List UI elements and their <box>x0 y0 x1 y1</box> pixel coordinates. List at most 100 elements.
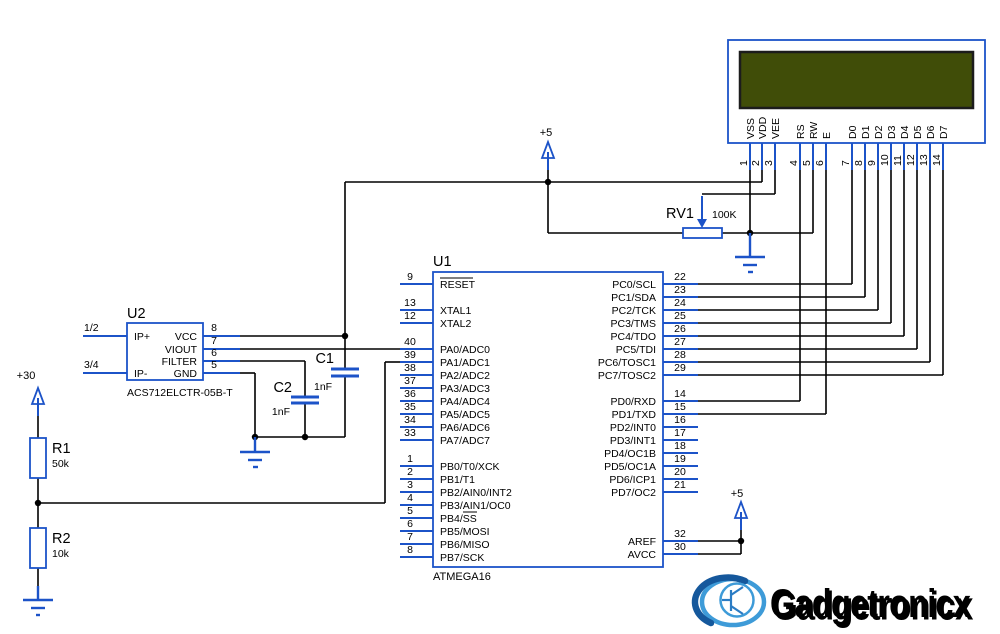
lcd-pin-stubs <box>749 143 944 170</box>
rv1-ref: RV1 <box>666 206 694 222</box>
svg-text:RW: RW <box>808 122 820 139</box>
svg-text:PD7/OC2: PD7/OC2 <box>611 487 656 499</box>
svg-text:RS: RS <box>795 124 807 139</box>
svg-text:PA1/ADC1: PA1/ADC1 <box>440 357 490 369</box>
u1-left-stubs <box>400 283 433 558</box>
svg-text:5: 5 <box>407 505 413 517</box>
c2-value: 1nF <box>272 406 290 418</box>
svg-text:AVCC: AVCC <box>628 549 657 561</box>
svg-text:D6: D6 <box>925 125 937 139</box>
svg-text:39: 39 <box>404 349 416 361</box>
u1-left-names: RESET XTAL1 XTAL2 PA0/ADC0 PA1/ADC1 PA2/… <box>440 277 512 564</box>
u1-right-names: PC0/SCL PC1/SDA PC2/TCK PC3/TMS PC4/TDO … <box>598 279 657 561</box>
svg-text:D5: D5 <box>912 125 924 139</box>
logo-text-shadow: Gadgetronicx <box>773 585 974 629</box>
svg-text:RESET: RESET <box>440 279 476 291</box>
svg-text:PD4/OC1B: PD4/OC1B <box>604 448 656 460</box>
r2-ref: R2 <box>52 531 71 547</box>
svg-text:4: 4 <box>788 160 800 166</box>
svg-text:26: 26 <box>674 323 686 335</box>
svg-text:PC4/TDO: PC4/TDO <box>610 331 656 343</box>
svg-text:34: 34 <box>404 414 416 426</box>
ground-under-rv1 <box>735 233 765 274</box>
lcd-display: VSS VDD VEE RS RW E D0 D1 D2 D3 D4 D5 D6… <box>727 39 986 170</box>
svg-text:XTAL2: XTAL2 <box>440 318 471 330</box>
svg-text:PC5/TDI: PC5/TDI <box>616 344 656 356</box>
u2-pin-stubs <box>83 335 240 374</box>
ground-under-r2 <box>23 586 53 617</box>
svg-text:PD1/TXD: PD1/TXD <box>612 409 657 421</box>
svg-text:14: 14 <box>931 154 943 166</box>
svg-text:3: 3 <box>407 479 413 491</box>
svg-text:PA5/ADC5: PA5/ADC5 <box>440 409 490 421</box>
svg-text:8: 8 <box>853 160 865 166</box>
ground-under-caps <box>240 437 270 469</box>
svg-text:PC1/SDA: PC1/SDA <box>611 292 656 304</box>
svg-text:36: 36 <box>404 388 416 400</box>
svg-text:30: 30 <box>674 541 686 553</box>
power-plus30: +30 <box>17 370 46 416</box>
svg-text:20: 20 <box>674 466 686 478</box>
svg-text:PB6/MISO: PB6/MISO <box>440 539 490 551</box>
svg-text:4: 4 <box>407 492 413 504</box>
logo-transistor-icon <box>691 574 767 628</box>
svg-text:PB4/SS: PB4/SS <box>440 513 477 525</box>
svg-text:D2: D2 <box>873 125 885 139</box>
svg-text:32: 32 <box>674 528 686 540</box>
svg-text:21: 21 <box>674 479 686 491</box>
svg-text:PA0/ADC0: PA0/ADC0 <box>440 344 490 356</box>
svg-text:8: 8 <box>407 544 413 556</box>
u2-pin-text: 1/2 3/4 IP+ IP- 8 7 6 5 VCC VIOUT FILTER… <box>84 322 217 380</box>
svg-text:6: 6 <box>407 518 413 530</box>
svg-text:GND: GND <box>174 368 198 380</box>
svg-text:24: 24 <box>674 297 686 309</box>
svg-text:PD6/ICP1: PD6/ICP1 <box>609 474 656 486</box>
svg-text:PD2/INT0: PD2/INT0 <box>610 422 656 434</box>
svg-text:23: 23 <box>674 284 686 296</box>
plus5-top-label: +5 <box>540 127 553 139</box>
svg-text:28: 28 <box>674 349 686 361</box>
cap-c2: C2 1nF <box>272 380 319 418</box>
svg-text:PA6/ADC6: PA6/ADC6 <box>440 422 490 434</box>
svg-text:13: 13 <box>404 297 416 309</box>
svg-text:7: 7 <box>211 335 217 347</box>
svg-text:6: 6 <box>814 160 826 166</box>
logo-text: Gadgetronicx <box>770 582 971 626</box>
r1-value: 50k <box>52 458 70 470</box>
svg-text:29: 29 <box>674 362 686 374</box>
svg-text:12: 12 <box>404 310 416 322</box>
r2-value: 10k <box>52 548 70 560</box>
svg-text:IP+: IP+ <box>134 331 150 343</box>
svg-text:14: 14 <box>674 388 686 400</box>
lcd-pin-numbers: 1 2 3 4 5 6 7 8 9 10 11 12 13 14 <box>738 154 943 166</box>
svg-text:40: 40 <box>404 336 416 348</box>
svg-text:PA4/ADC4: PA4/ADC4 <box>440 396 490 408</box>
svg-text:PD5/OC1A: PD5/OC1A <box>604 461 656 473</box>
svg-text:2: 2 <box>407 466 413 478</box>
u1-right-numbers: 22 23 24 25 26 27 28 29 14 15 16 17 18 1… <box>674 271 686 553</box>
cap-c1: C1 1nF <box>314 351 359 393</box>
resistor-r2: R2 10k <box>29 527 71 569</box>
svg-text:18: 18 <box>674 440 686 452</box>
svg-text:8: 8 <box>211 322 217 334</box>
svg-text:PB1/T1: PB1/T1 <box>440 474 475 486</box>
svg-text:33: 33 <box>404 427 416 439</box>
svg-text:D0: D0 <box>847 125 859 139</box>
svg-text:PB7/SCK: PB7/SCK <box>440 552 484 564</box>
power-plus5-top: +5 <box>540 127 556 170</box>
svg-text:PA3/ADC3: PA3/ADC3 <box>440 383 490 395</box>
svg-text:13: 13 <box>918 154 930 166</box>
svg-text:VDD: VDD <box>757 116 769 139</box>
u1-left-numbers: 9 13 12 40 39 38 37 36 35 34 33 1 2 3 4 … <box>404 271 416 556</box>
svg-text:15: 15 <box>674 401 686 413</box>
pot-rv1: RV1 100K <box>666 196 737 239</box>
svg-text:D1: D1 <box>860 125 872 139</box>
svg-text:1: 1 <box>738 160 750 166</box>
svg-text:19: 19 <box>674 453 686 465</box>
svg-text:2: 2 <box>750 160 762 166</box>
svg-text:6: 6 <box>211 347 217 359</box>
svg-text:PD0/RXD: PD0/RXD <box>610 396 656 408</box>
svg-text:D7: D7 <box>938 125 950 139</box>
svg-text:3: 3 <box>763 160 775 166</box>
